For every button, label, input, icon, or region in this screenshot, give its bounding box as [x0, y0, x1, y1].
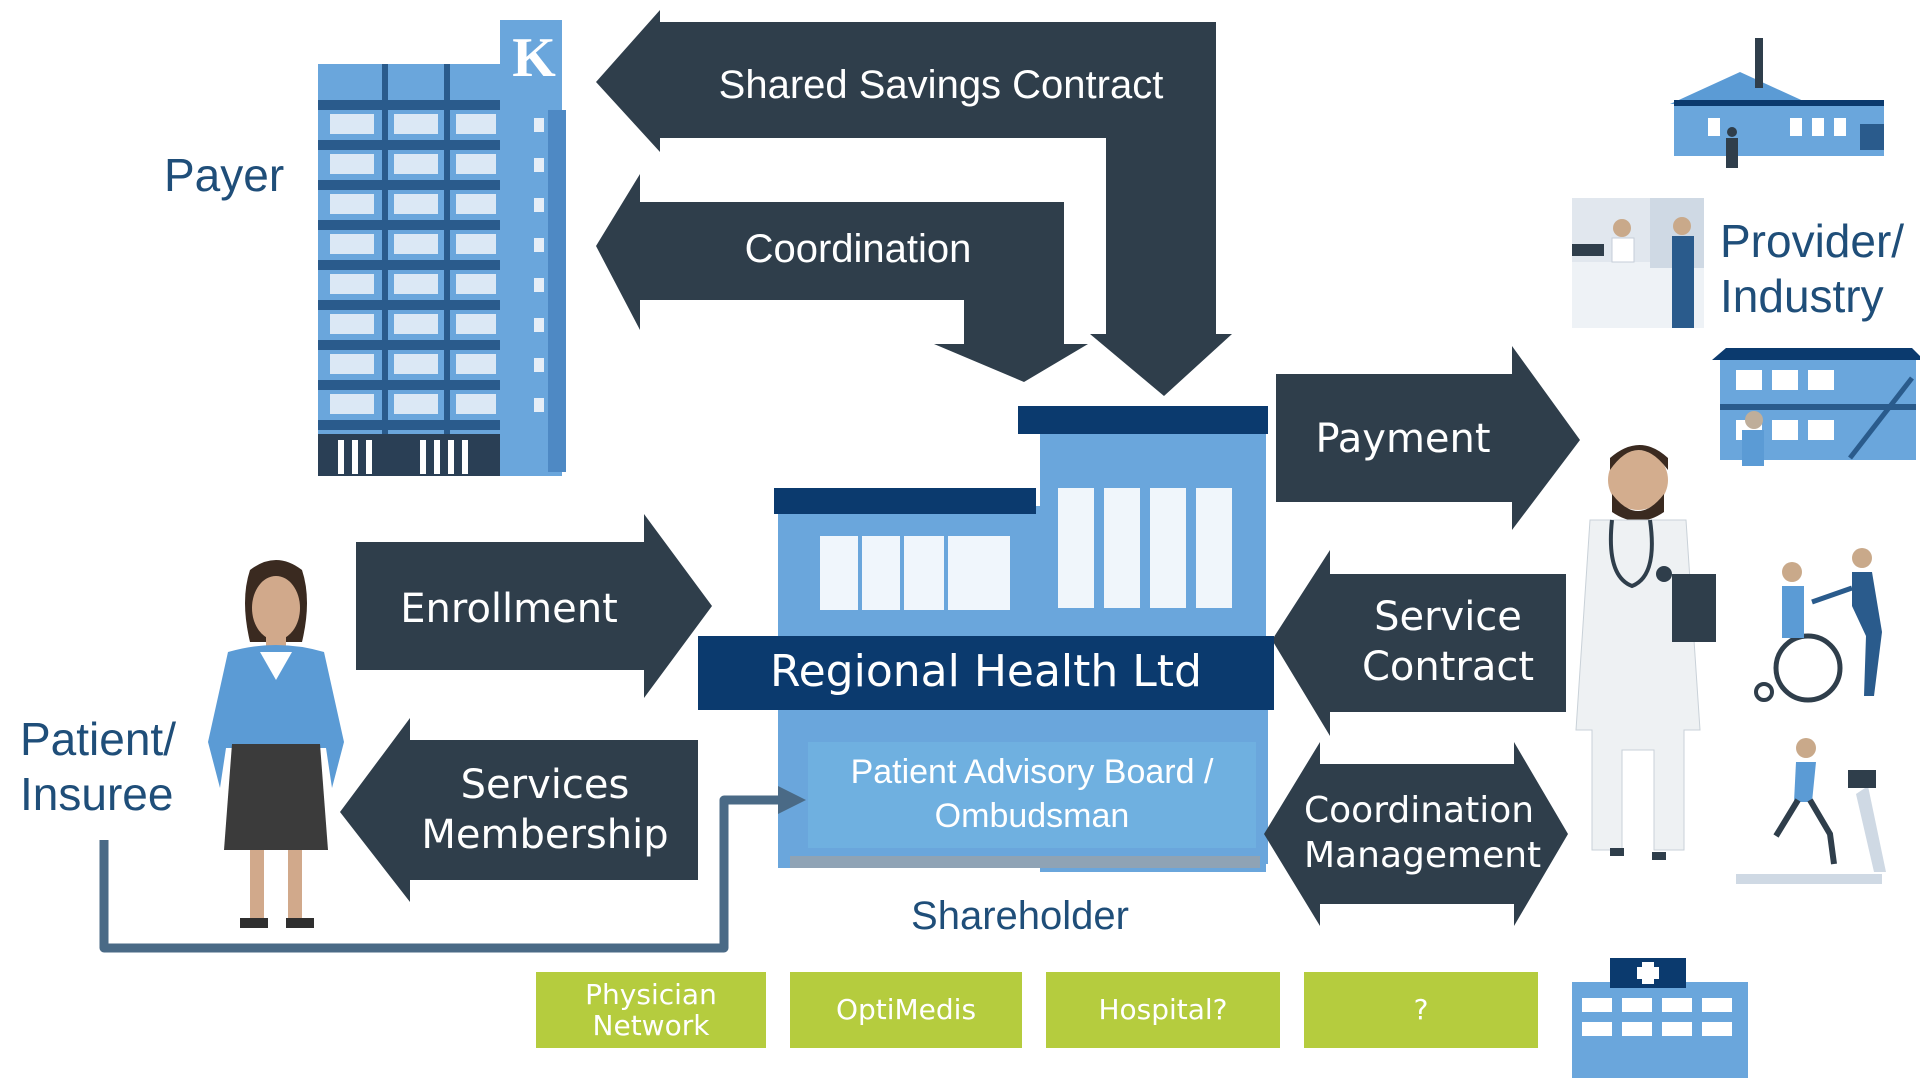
connector-arrowhead-icon — [778, 786, 806, 814]
shareholder-optimedis: OptiMedis — [790, 972, 1022, 1048]
shareholder-unknown: ? — [1304, 972, 1538, 1048]
shareholder-label: Shareholder — [911, 894, 1129, 938]
coordination-management-label: Coordination Management — [1304, 788, 1542, 878]
payment-label: Payment — [1315, 416, 1491, 462]
patient-label-line2: Insuree — [20, 768, 174, 821]
wheelchair-icon — [1754, 548, 1882, 703]
doctor-icon — [1575, 445, 1716, 860]
provider-label-line2: Industry — [1720, 270, 1884, 323]
enrollment-arrow — [356, 514, 712, 698]
hospital-icon — [1572, 958, 1748, 1078]
payer-label: Payer — [164, 148, 284, 203]
coordination-management-line2: Management — [1304, 835, 1542, 876]
coordination-management-arrow — [1264, 742, 1568, 926]
service-contract-arrow — [1272, 550, 1566, 736]
factory-icon — [1670, 38, 1884, 168]
physician-network-line2: Network — [592, 1009, 710, 1042]
pharmacy-counter-icon — [1572, 198, 1704, 328]
service-contract-line1: Service — [1374, 594, 1522, 640]
patient-label-line1: Patient/ — [20, 713, 176, 765]
regional-health-band — [698, 636, 1274, 710]
physician-network-line1: Physician — [585, 977, 717, 1011]
patient-insuree-label: Patient/ Insuree — [20, 712, 176, 822]
shareholder-hospital: Hospital? — [1046, 972, 1280, 1048]
provider-industry-label: Provider/ Industry — [1720, 214, 1904, 324]
care-home-icon — [1712, 348, 1920, 466]
service-contract-line2: Contract — [1361, 644, 1535, 690]
payment-arrow — [1276, 346, 1580, 530]
shared-savings-contract-label: Shared Savings Contract — [718, 63, 1164, 107]
treadmill-runner-icon — [1736, 738, 1886, 884]
advisory-board-line2: Ombudsman — [934, 797, 1130, 836]
patient-to-advisory-connector — [99, 795, 782, 953]
patient-figure-icon — [208, 560, 344, 928]
advisory-board-line1: Patient Advisory Board / — [850, 753, 1214, 791]
services-membership-line2: Membership — [421, 812, 669, 858]
shared-savings-contract-arrow — [596, 10, 1232, 396]
payer-logo-letter: K — [512, 27, 556, 89]
hospital-label: Hospital? — [1098, 993, 1228, 1027]
coordination-management-line1: Coordination — [1304, 790, 1535, 831]
provider-label-line1: Provider/ — [1720, 215, 1905, 267]
services-membership-label: Services Membership — [410, 760, 680, 860]
coordination-label: Coordination — [744, 227, 972, 271]
payer-building-icon — [318, 20, 566, 476]
optimedis-label: OptiMedis — [835, 993, 977, 1027]
advisory-board-label: Patient Advisory Board / Ombudsman — [808, 750, 1256, 838]
regional-health-title: Regional Health Ltd — [770, 646, 1202, 697]
service-contract-label: Service Contract — [1330, 592, 1566, 692]
advisory-board-box — [808, 742, 1256, 848]
payer-label-text: Payer — [164, 149, 285, 201]
enrollment-label: Enrollment — [400, 586, 618, 632]
services-membership-arrow — [340, 718, 698, 902]
services-membership-line1: Services — [460, 762, 630, 808]
unknown-shareholder-label: ? — [1413, 993, 1429, 1027]
shareholder-physician-network: Physician Network — [536, 972, 766, 1048]
coordination-arrow — [596, 174, 1088, 382]
